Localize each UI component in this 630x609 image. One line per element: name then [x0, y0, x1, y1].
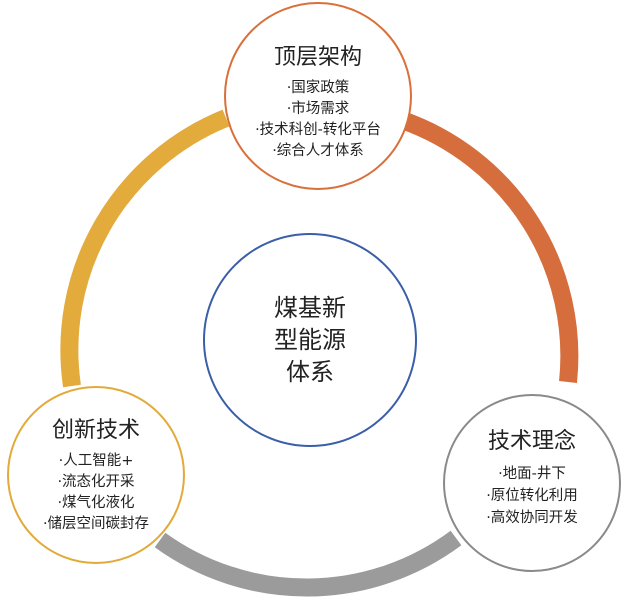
- node-left-item: ·煤气化液化: [57, 494, 134, 511]
- node-top-circle: [224, 2, 412, 190]
- center-line-1: 煤基新: [274, 294, 346, 322]
- node-right-circle: [443, 394, 621, 572]
- center-line-2: 型能源: [274, 326, 346, 354]
- ring-arc-left-to-top: [60, 109, 230, 388]
- node-top-item: ·综合人才体系: [272, 142, 364, 159]
- node-top-item: ·市场需求: [287, 100, 350, 117]
- node-right-title: 技术理念: [488, 429, 576, 454]
- node-right-item: ·地面-井下: [498, 465, 566, 482]
- ring-arc-top-to-right: [399, 111, 579, 383]
- node-left-circle: [7, 386, 185, 564]
- node-left-title: 创新技术: [52, 418, 140, 443]
- node-top-title: 顶层架构: [274, 45, 362, 70]
- node-right-item: ·高效协同开发: [486, 509, 578, 526]
- node-left-item: ·人工智能+: [59, 452, 134, 469]
- node-right: 技术理念 ·地面-井下 ·原位转化利用 ·高效协同开发: [443, 394, 621, 572]
- node-left-item: ·流态化开采: [57, 473, 134, 490]
- node-left: 创新技术 ·人工智能+ ·流态化开采 ·煤气化液化 ·储层空间碳封存: [7, 386, 185, 564]
- node-top: 顶层架构 ·国家政策 ·市场需求 ·技术科创-转化平台 ·综合人才体系: [224, 2, 412, 190]
- node-right-item: ·原位转化利用: [486, 487, 578, 504]
- center-circle: [203, 233, 417, 447]
- center-line-3: 体系: [286, 358, 334, 386]
- center-node: 煤基新 型能源 体系: [203, 233, 417, 447]
- node-top-item: ·国家政策: [287, 79, 350, 96]
- node-left-item: ·储层空间碳封存: [43, 515, 149, 532]
- node-top-item: ·技术科创-转化平台: [255, 121, 381, 138]
- ring-arc-right-to-left: [154, 530, 462, 597]
